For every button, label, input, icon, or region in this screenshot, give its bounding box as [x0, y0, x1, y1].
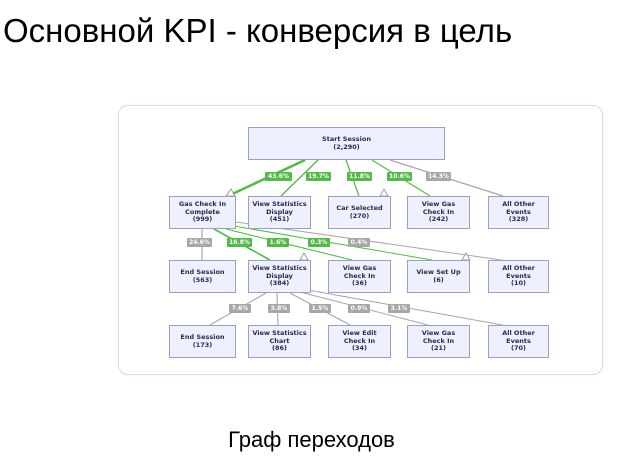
arrowhead-icon: [379, 188, 389, 197]
node-count: (384): [269, 279, 290, 288]
edge-percent-badge: 10.6%: [387, 172, 412, 181]
edge-l1-to-view-set-up: [233, 225, 433, 261]
node-view-gas-check-in[interactable]: View Gas Check In (21): [407, 325, 470, 358]
node-label: View Statistics Display: [252, 199, 307, 216]
node-label: View Statistics Chart: [252, 328, 307, 345]
node-label: Start Session: [322, 134, 371, 143]
node-label: View Statistics Display: [252, 263, 307, 280]
node-view-statistics-chart[interactable]: View Statistics Chart (86): [248, 325, 311, 358]
node-view-statistics-display[interactable]: View Statistics Display (451): [248, 196, 311, 229]
node-all-other-events[interactable]: All Other Events (10): [488, 260, 549, 293]
arrowhead-icon: [461, 252, 471, 261]
node-count: (70): [511, 344, 526, 353]
edge-percent-badge: 0.4%: [348, 238, 370, 247]
node-label: View Gas Check In: [342, 263, 377, 280]
node-all-other-events[interactable]: All Other Events (70): [488, 325, 549, 358]
edge-percent-badge: 24.6%: [187, 238, 212, 247]
node-label: Car Selected: [336, 203, 383, 212]
node-label: Gas Check In Complete: [178, 199, 227, 216]
node-label: View Set Up: [416, 267, 461, 276]
node-label: End Session: [180, 332, 225, 341]
edge-percent-badge: 3.1%: [388, 304, 410, 313]
node-label: View Gas Check In: [421, 199, 456, 216]
node-label: All Other Events: [502, 328, 535, 345]
edge-percent-badge: 16.8%: [227, 238, 252, 247]
edge-percent-badge: 1.6%: [267, 238, 289, 247]
node-start-session[interactable]: Start Session (2,290): [248, 127, 445, 160]
diagram-caption: Граф переходов: [228, 427, 395, 452]
edge-l1-to-view-gas-check-in: [225, 228, 353, 261]
edge-percent-badge: 14.3%: [426, 172, 451, 181]
edge-percent-badge: 11.8%: [347, 172, 372, 181]
node-label: End Session: [180, 267, 225, 276]
edge-percent-badge: 1.5%: [309, 304, 331, 313]
node-count: (34): [352, 344, 367, 353]
edge-percent-badge: 19.7%: [306, 172, 331, 181]
node-label: All Other Events: [502, 263, 535, 280]
edge-percent-badge: 0.3%: [308, 238, 330, 247]
node-count: (6): [433, 275, 444, 284]
edge-percent-badge: 3.8%: [268, 304, 290, 313]
node-count: (10): [511, 279, 526, 288]
edge-start-to-view-statistics-display: [280, 159, 319, 197]
node-count: (86): [272, 344, 287, 353]
node-gas-check-in-complete[interactable]: Gas Check In Complete (999): [169, 196, 236, 229]
node-end-session[interactable]: End Session (173): [169, 325, 236, 358]
node-count: (451): [269, 215, 290, 224]
node-all-other-events[interactable]: All Other Events (328): [488, 196, 549, 229]
arrowhead-icon: [299, 252, 309, 261]
node-view-statistics-display[interactable]: View Statistics Display (384): [248, 260, 311, 293]
node-count: (270): [349, 211, 370, 220]
node-count: (36): [352, 279, 367, 288]
node-view-gas-check-in[interactable]: View Gas Check In (242): [407, 196, 470, 229]
node-count: (242): [428, 215, 449, 224]
node-car-selected[interactable]: Car Selected (270): [328, 196, 391, 229]
node-count: (173): [192, 340, 213, 349]
edge-percent-badge: 43.6%: [265, 172, 292, 181]
node-count: (21): [431, 344, 446, 353]
node-label: View Edit Check In: [342, 328, 377, 345]
node-count: (328): [508, 215, 529, 224]
node-view-set-up[interactable]: View Set Up (6): [407, 260, 470, 293]
slide-title: Основной KPI - конверсия в цель: [3, 12, 513, 49]
node-view-edit-check-in[interactable]: View Edit Check In (34): [328, 325, 391, 358]
node-view-gas-check-in[interactable]: View Gas Check In (36): [328, 260, 391, 293]
node-count: (563): [192, 275, 213, 284]
node-label: All Other Events: [502, 199, 535, 216]
node-count: (999): [192, 215, 213, 224]
edge-percent-badge: 7.6%: [229, 304, 251, 313]
edge-percent-badge: 0.9%: [348, 304, 370, 313]
node-end-session[interactable]: End Session (563): [169, 260, 236, 293]
node-label: View Gas Check In: [421, 328, 456, 345]
node-count: (2,290): [333, 142, 360, 151]
